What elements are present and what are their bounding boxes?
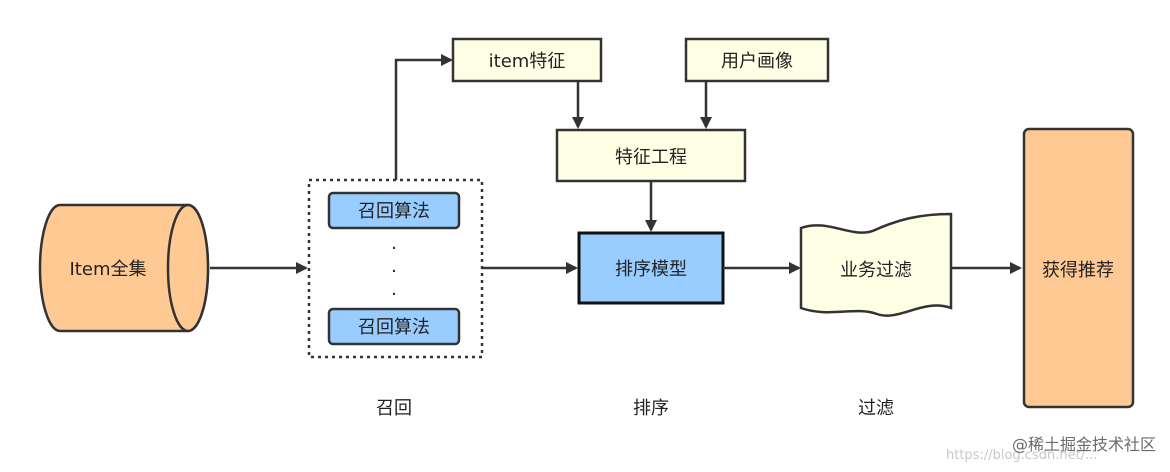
get-recommendations-box — [1022, 127, 1135, 409]
item-features-box — [451, 37, 603, 83]
feature-engineering-node: 特征工程 — [555, 128, 747, 183]
watermark-faint-url: https://blog.csdn.net/... — [946, 448, 1097, 463]
recall-algorithm-box-bottom — [327, 307, 461, 346]
user-profile-box — [684, 37, 830, 83]
item-full-set-cylinder-end — [166, 203, 210, 333]
item-features-label: item特征 — [489, 51, 566, 72]
ellipsis-dot: . — [391, 279, 397, 300]
get-recommendations-label: 获得推荐 — [1042, 260, 1114, 281]
ranking-model-node: 排序模型 — [577, 231, 725, 305]
recall-group: 召回算法 . . . 召回算法 — [307, 178, 484, 359]
business-filter-label: 业务过滤 — [840, 260, 912, 281]
item-full-set-node: Item全集 — [38, 203, 210, 333]
watermark-text: @稀土掘金技术社区 — [1012, 435, 1156, 454]
item-full-set-label: Item全集 — [70, 259, 147, 280]
ranking-model-box — [577, 231, 725, 305]
arrow-recall-to-item-features — [394, 54, 453, 180]
feature-engineering-label: 特征工程 — [615, 147, 687, 168]
recall-algorithm-box-top — [327, 191, 461, 230]
ranking-model-label: 排序模型 — [615, 259, 687, 280]
stage-label-filtering: 过滤 — [858, 398, 894, 419]
recall-algorithm-label-bottom: 召回算法 — [358, 317, 430, 338]
stage-label-recall: 召回 — [376, 398, 412, 419]
recall-algorithm-label-top: 召回算法 — [358, 201, 430, 222]
user-profile-label: 用户画像 — [721, 51, 793, 72]
item-features-node: item特征 — [451, 37, 603, 83]
business-filter-shape — [799, 212, 953, 317]
get-recommendations-node: 获得推荐 — [1022, 127, 1135, 409]
user-profile-node: 用户画像 — [684, 37, 830, 83]
stage-label-ranking: 排序 — [633, 398, 669, 419]
ellipsis-dot: . — [391, 256, 397, 277]
business-filter-node: 业务过滤 — [799, 212, 953, 317]
ellipsis-dot: . — [391, 233, 397, 254]
